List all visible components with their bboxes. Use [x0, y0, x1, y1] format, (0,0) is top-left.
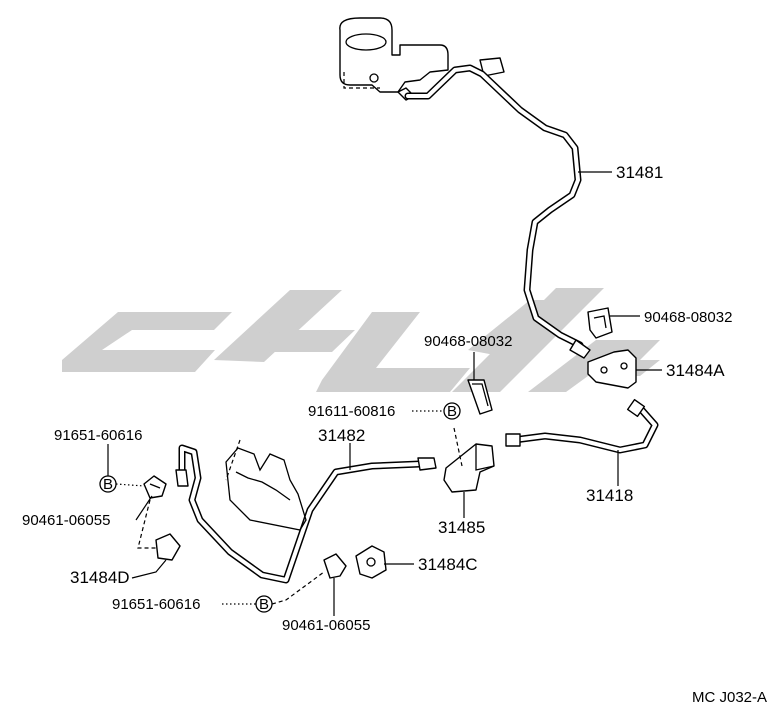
leader-lines	[107, 171, 662, 616]
clamp-90461-left	[143, 475, 167, 499]
bracket-31484A	[587, 349, 637, 389]
bracket-31484D	[137, 499, 181, 561]
marker-letter-b3: B	[259, 596, 269, 613]
bracket-31485	[443, 427, 495, 493]
label-90461-left: 90461-06055	[22, 512, 110, 529]
catalog-code: MC J032-A	[692, 689, 767, 706]
clamp-90461-bottom	[323, 553, 347, 579]
marker-letter-b1: B	[103, 476, 113, 493]
master-cylinder	[339, 17, 505, 101]
engine-outline	[225, 439, 307, 531]
label-31484A: 31484A	[666, 361, 725, 380]
hose-31418	[505, 398, 659, 454]
label-90461-bottom: 90461-06055	[282, 617, 370, 634]
union-bolt-marker-top-left: B	[99, 475, 117, 493]
label-31482: 31482	[318, 426, 365, 445]
label-91611: 91611-60816	[308, 403, 395, 420]
label-31484D: 31484D	[70, 568, 130, 587]
union-bolt-marker-bottom: B	[255, 595, 273, 613]
bracket-31484C	[355, 545, 387, 579]
pipe-31481	[404, 64, 591, 359]
clip-90468-upper	[587, 307, 613, 339]
label-31484C: 31484C	[418, 555, 478, 574]
union-bolt-marker-middle: B	[443, 402, 461, 420]
label-31485: 31485	[438, 518, 485, 537]
pipe-31482	[175, 444, 437, 584]
label-91651-top: 91651-60616	[54, 427, 142, 444]
marker-letter-b2: B	[447, 403, 457, 420]
label-90468-middle: 90468-08032	[424, 333, 512, 350]
label-91651-bottom: 91651-60616	[112, 596, 200, 613]
clip-90468-middle	[467, 379, 493, 415]
label-31418: 31418	[586, 486, 633, 505]
label-31481: 31481	[616, 163, 663, 182]
label-90468-upper: 90468-08032	[644, 309, 732, 326]
